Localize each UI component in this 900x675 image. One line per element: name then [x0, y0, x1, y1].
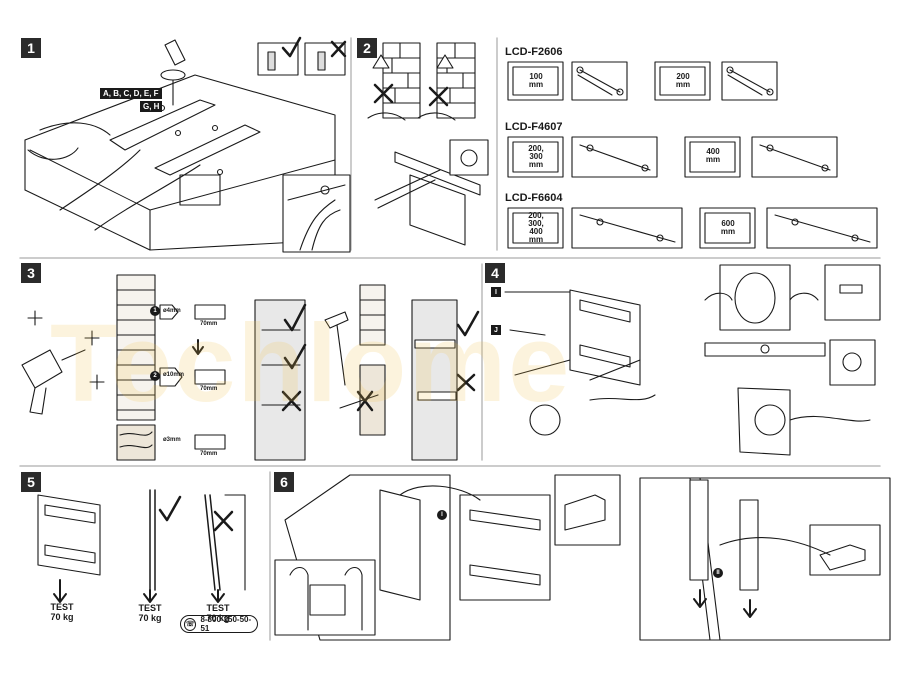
watermark: Techlome [50, 302, 572, 425]
drill-depth-3: 70mm [200, 451, 218, 457]
drill-depth-1: 70mm [200, 321, 218, 327]
step6-marker-i: I [437, 510, 447, 520]
step-number-4: 4 [485, 263, 505, 283]
step-number-5: 5 [21, 472, 41, 492]
step-number-2: 2 [357, 38, 377, 58]
step5-test [37, 489, 246, 603]
part-marker-i: I [491, 287, 501, 297]
model-label-f2606: LCD-F2606 [505, 46, 563, 58]
drill-diameter-10: ø10mm [163, 372, 185, 378]
step-number-3: 3 [21, 263, 41, 283]
step1-tv-back [24, 36, 351, 253]
support-phone: ☏ 8-800-250-50-51 [180, 615, 258, 633]
step2-wall [367, 42, 489, 246]
step3-marker-2: 2 [150, 371, 160, 381]
step4-mounting [504, 264, 881, 456]
panel-dividers [19, 37, 881, 641]
model-label-f6604: LCD-F6604 [505, 192, 563, 204]
step-number-1: 1 [21, 38, 41, 58]
drill-depth-2: 70mm [200, 386, 218, 392]
drill-diameter-4: ø4mm [163, 308, 181, 314]
support-phone-number: 8-800-250-50-51 [200, 615, 252, 633]
step6-marker-ii: II [713, 568, 723, 578]
part-marker-j: J [491, 325, 501, 335]
model-label-f4607: LCD-F4607 [505, 121, 563, 133]
step3-marker-1: 1 [150, 306, 160, 316]
drill-diameter-3: ø3mm [163, 437, 181, 443]
parts-callout-a-f: A, B, C, D, E, F [100, 88, 162, 99]
phone-icon: ☏ [184, 617, 197, 631]
step-number-6: 6 [274, 472, 294, 492]
step6-hang [274, 474, 891, 641]
parts-callout-g-h: G, H [140, 101, 163, 112]
step3-drilling [21, 274, 480, 461]
model-diagrams [507, 61, 878, 249]
